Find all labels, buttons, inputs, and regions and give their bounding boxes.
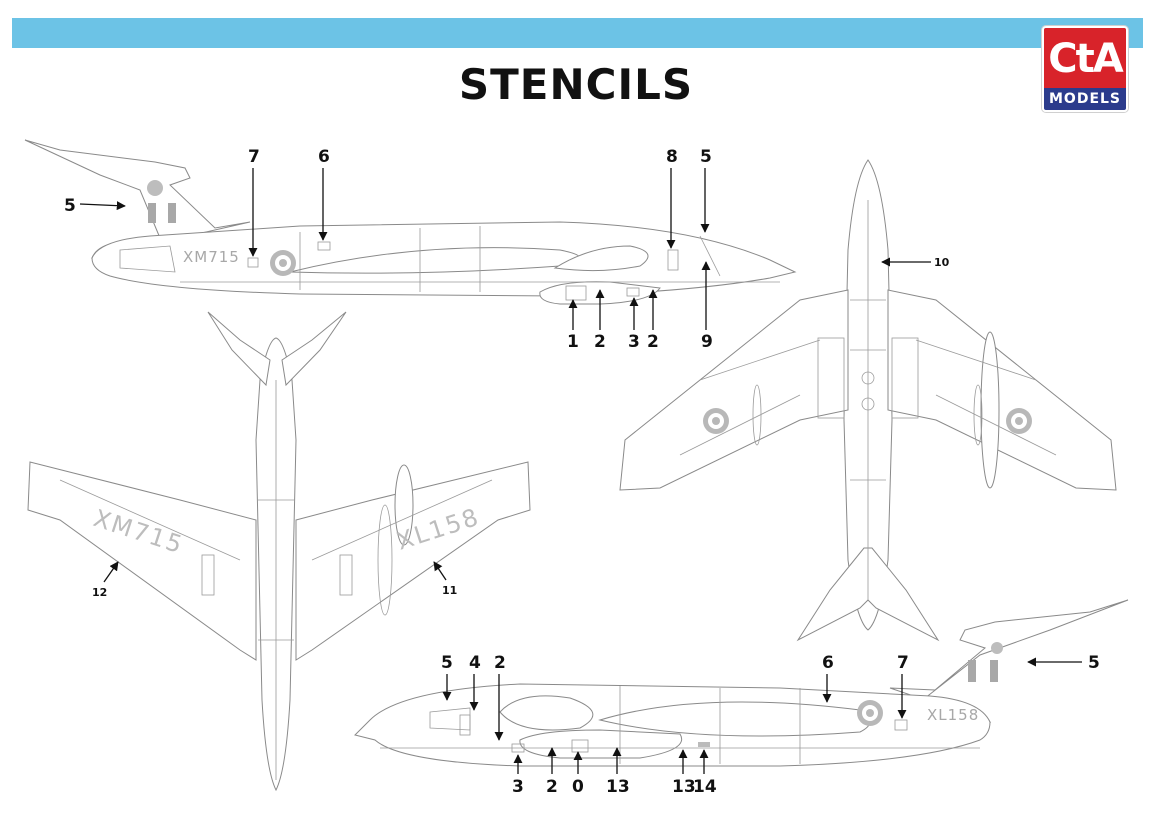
serial-xl158-side: XL158 <box>927 706 979 724</box>
callout-3: 3 <box>628 332 640 352</box>
callout-2: 2 <box>647 332 659 352</box>
logo-main-text: CtA <box>1048 36 1123 82</box>
plan-view-under-callouts: 12 11 <box>92 561 457 599</box>
callout-12: 12 <box>92 586 107 599</box>
logo-top: CtA <box>1044 28 1126 90</box>
cta-models-logo: CtA MODELS <box>1042 26 1128 112</box>
side-view-starboard-callouts: 5 4 2 6 7 5 3 2 0 13 13 14 <box>441 653 1100 797</box>
callout-13: 13 <box>672 777 696 797</box>
callout-1: 1 <box>567 332 579 352</box>
side-view-starboard: XL158 <box>354 599 1129 767</box>
callout-14: 14 <box>693 777 717 797</box>
plan-view-under: XM715 XL158 <box>27 311 531 792</box>
side-view-port: XM715 <box>24 139 797 305</box>
callout-8: 8 <box>666 147 678 167</box>
callout-3: 3 <box>512 777 524 797</box>
header-band <box>12 18 1143 48</box>
callout-9: 9 <box>701 332 713 352</box>
callout-4: 4 <box>469 653 481 673</box>
callout-5: 5 <box>1088 653 1100 673</box>
plan-view-top <box>619 159 1117 642</box>
callout-5: 5 <box>700 147 712 167</box>
plan-view-top-callouts: 10 <box>881 256 950 269</box>
callout-2: 2 <box>594 332 606 352</box>
callout-6: 6 <box>318 147 330 167</box>
callout-11: 11 <box>442 584 457 597</box>
logo-sub-text: MODELS <box>1048 91 1122 107</box>
callout-0: 0 <box>572 777 584 797</box>
callout-7: 7 <box>248 147 260 167</box>
callout-6: 6 <box>822 653 834 673</box>
callout-7: 7 <box>897 653 909 673</box>
callout-13: 13 <box>606 777 630 797</box>
callout-5: 5 <box>64 196 76 216</box>
callout-2: 2 <box>546 777 558 797</box>
callout-5: 5 <box>441 653 453 673</box>
callout-2: 2 <box>494 653 506 673</box>
page-title: STENCILS <box>458 60 694 109</box>
callout-10: 10 <box>934 256 950 269</box>
serial-xm715-side: XM715 <box>183 248 240 266</box>
side-view-port-callouts: 5 7 6 8 5 1 2 3 2 9 <box>64 147 713 352</box>
logo-bottom: MODELS <box>1044 88 1126 110</box>
